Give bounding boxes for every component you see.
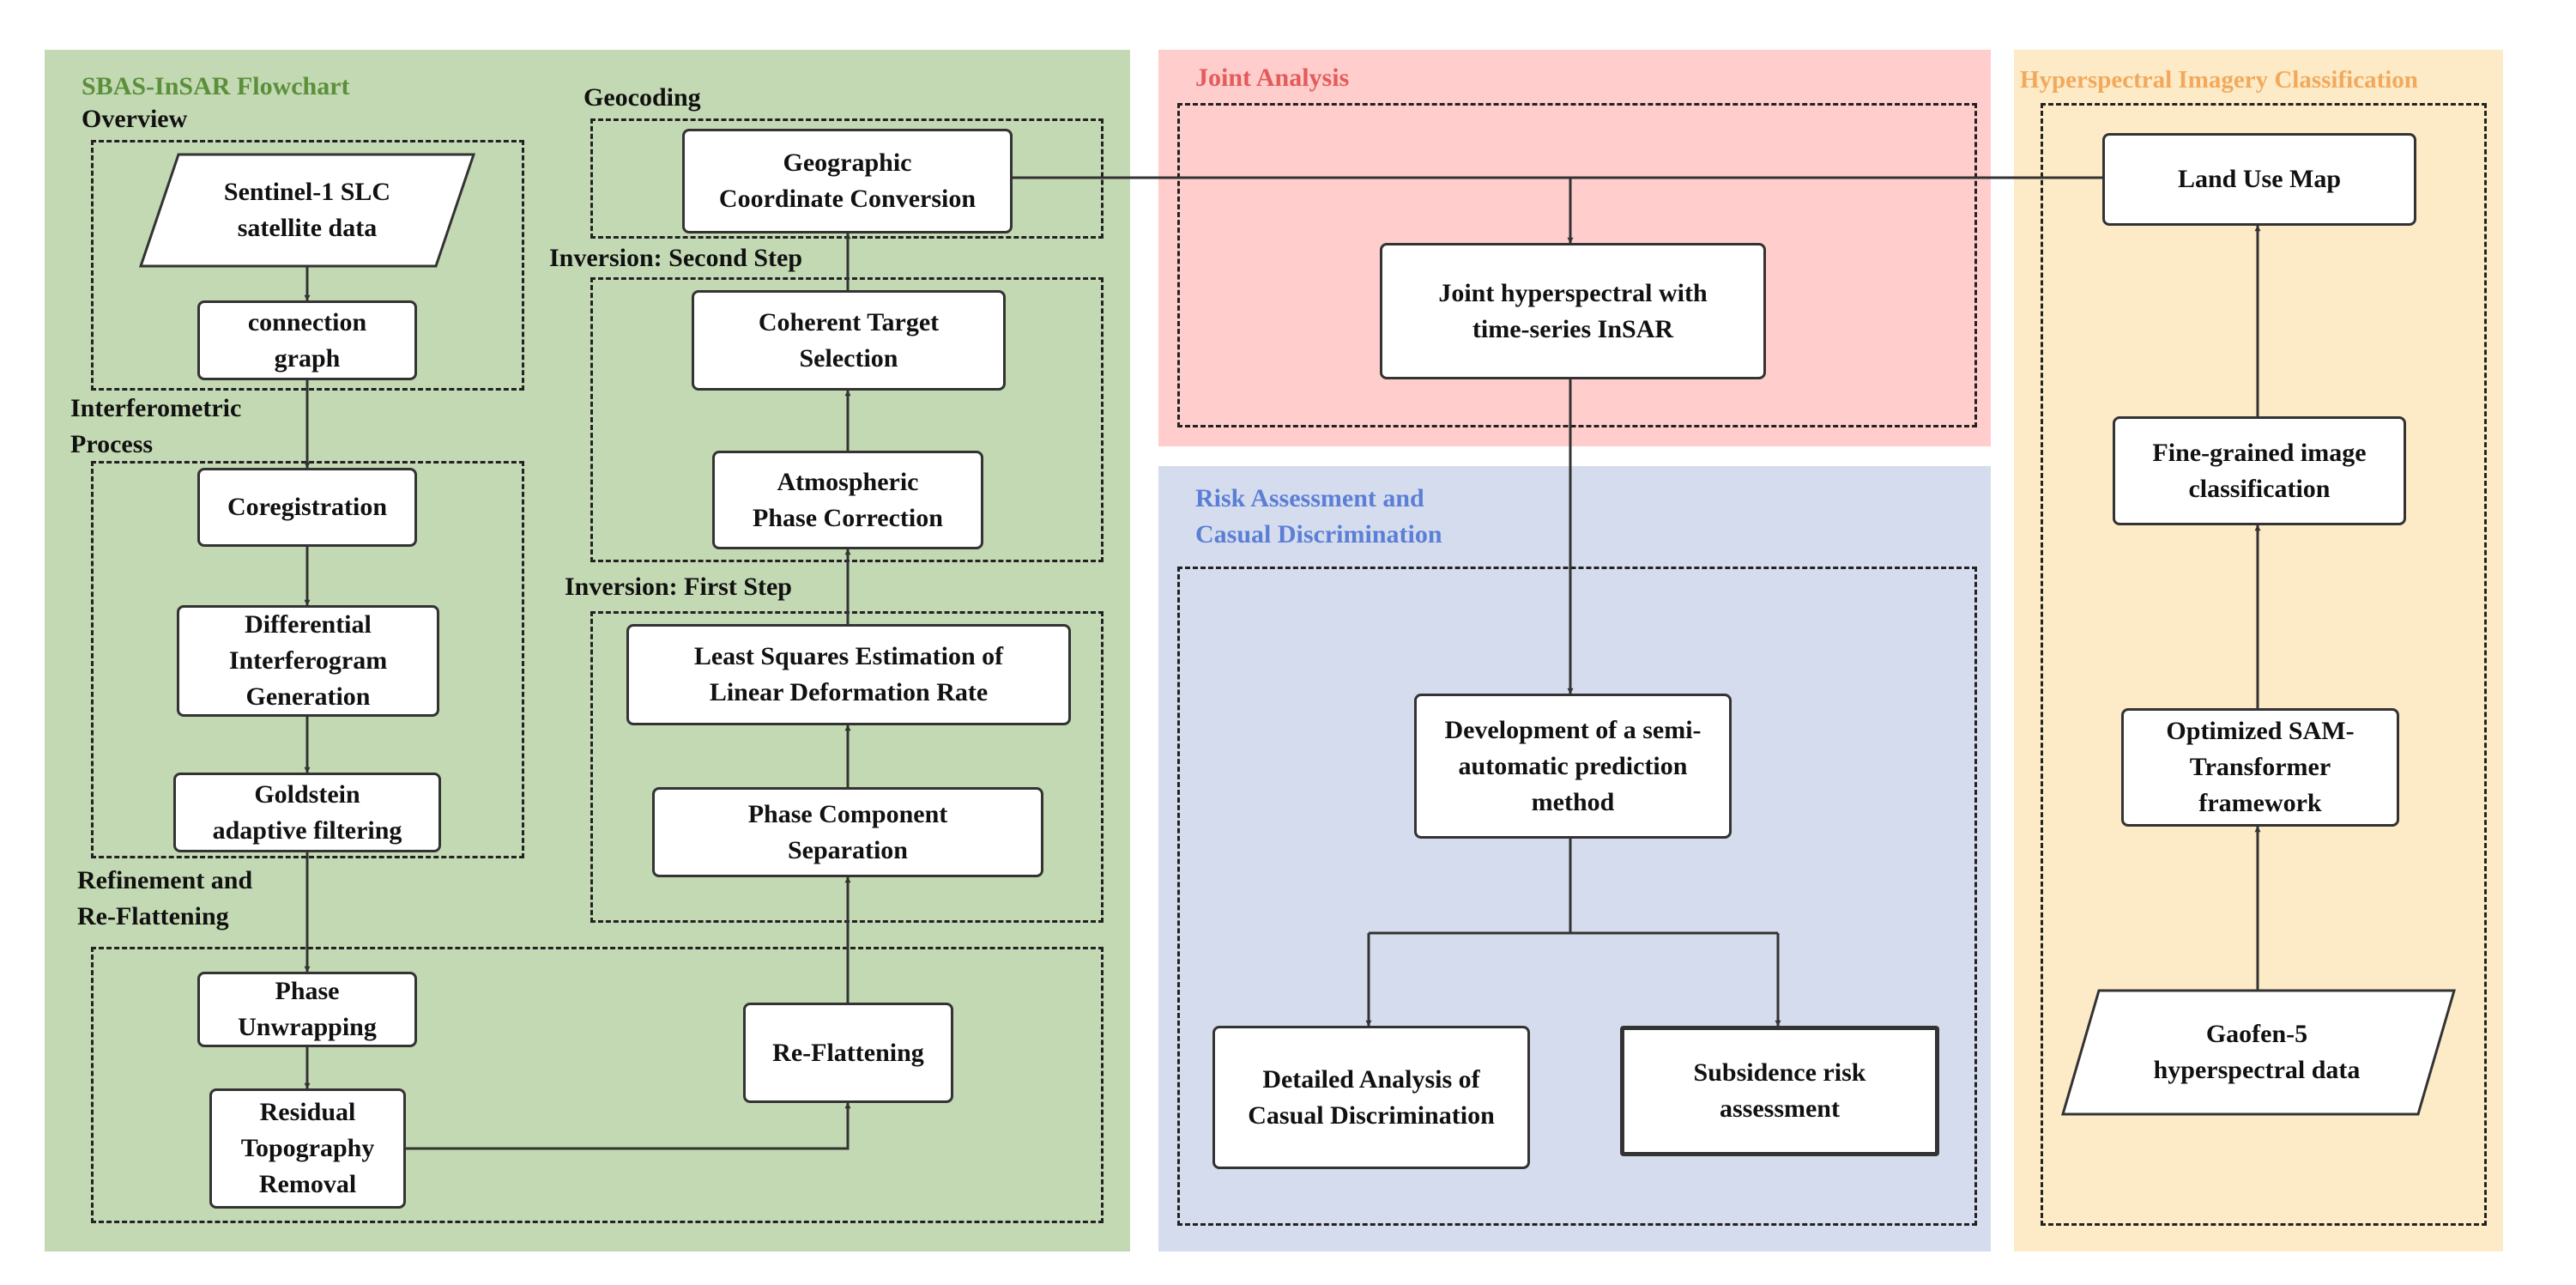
subsidence-risk-node: Subsidence risk assessment [1620,1026,1939,1156]
fine-grained-classification-node: Fine-grained image classification [2113,416,2406,525]
geocoding-label: Geocoding [584,83,701,112]
residual-topography-node: Residual Topography Removal [209,1088,406,1209]
semi-automatic-prediction-node: Development of a semi- automatic predict… [1414,694,1732,839]
differential-interferogram-node: Differential Interferogram Generation [177,605,439,717]
risk-assessment-title: Risk Assessment and Casual Discriminatio… [1195,484,1442,549]
goldstein-filtering-node: Goldstein adaptive filtering [173,773,441,852]
hyperspectral-group [2041,103,2487,1226]
hyperspectral-title: Hyperspectral Imagery Classification [2020,66,2418,94]
joint-analysis-title: Joint Analysis [1195,64,1350,92]
joint-hyperspectral-node: Joint hyperspectral with time-series InS… [1380,243,1766,379]
interferometric-process-label: Interferometric Process [70,394,242,458]
coherent-target-node: Coherent Target Selection [692,290,1006,391]
inversion-second-label: Inversion: Second Step [549,244,803,272]
risk-assessment-group [1177,567,1977,1226]
sentinel-node: Sentinel-1 SLC satellite data [223,178,391,242]
refinement-group [91,947,1104,1223]
sbas-title: SBAS-InSAR Flowchart [82,72,350,100]
connection-graph-node: connection graph [197,300,417,380]
atmospheric-correction-node: Atmospheric Phase Correction [712,451,983,549]
reflattening-node: Re-Flattening [743,1003,953,1103]
joint-analysis-group [1177,103,1977,427]
arrow-residual-reflattening [406,1102,851,1150]
optimized-sam-transformer-node: Optimized SAM- Transformer framework [2121,708,2399,827]
phase-component-node: Phase Component Separation [652,787,1043,877]
land-use-map-node: Land Use Map [2102,133,2416,226]
phase-unwrapping-node: Phase Unwrapping [197,972,417,1047]
gaofen-node: Gaofen-5 hyperspectral data [2153,1020,2361,1084]
casual-discrimination-node: Detailed Analysis of Casual Discriminati… [1212,1026,1530,1169]
coregistration-node: Coregistration [197,468,417,547]
sentinel-parallelogram [138,153,476,268]
refinement-label: Refinement and Re-Flattening [77,866,253,930]
gaofen-parallelogram [2061,989,2456,1116]
geographic-conversion-node: Geographic Coordinate Conversion [682,129,1013,233]
least-squares-node: Least Squares Estimation of Linear Defor… [626,624,1071,725]
inversion-first-label: Inversion: First Step [565,573,792,601]
overview-label: Overview [82,105,188,133]
